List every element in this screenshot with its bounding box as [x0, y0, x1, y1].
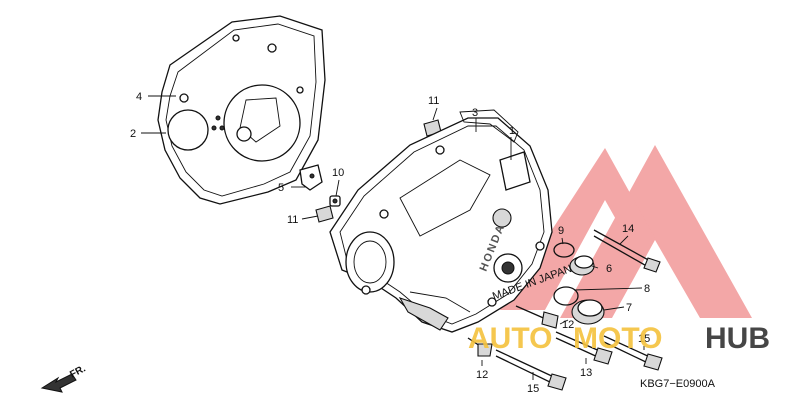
o-ring-part-9: [553, 242, 575, 258]
callout-8: 8: [644, 283, 650, 295]
callout-11-lower: 11: [287, 214, 298, 226]
callout-4: 4: [136, 91, 142, 103]
bolt-part-14: [593, 229, 661, 273]
arrow-icon: [40, 373, 77, 393]
leader-lines: [141, 95, 645, 380]
bolt-part-15-lower: [495, 349, 567, 391]
crankcase-cover-part-1: HONDA MADE IN JAPAN: [329, 117, 574, 333]
cover-gasket-part-3: [459, 109, 519, 143]
front-direction-indicator: FR.: [40, 363, 88, 393]
callout-12-left: 12: [476, 369, 488, 381]
watermark-text-hub: HUB: [705, 322, 770, 355]
callout-11-upper: 11: [428, 95, 439, 107]
callout-15-lower: 15: [527, 383, 539, 395]
cap-part-6: [569, 255, 595, 276]
dowel-pin-part-11-lower: [315, 205, 334, 223]
watermark-text: AUTO MOTO HUB: [468, 322, 770, 355]
callout-12-right: 12: [562, 319, 574, 331]
watermark-triangle-outer: [560, 145, 752, 318]
callout-1: 1: [509, 125, 515, 137]
callout-3: 3: [472, 107, 478, 119]
bolt-part-12-right: [515, 305, 559, 329]
diagram-code: KBG7−E0900A: [640, 378, 716, 390]
callouts: 4 2 3 1 11 5 10 11 9 14 6 8 7 12 15 12 1…: [130, 91, 650, 395]
cap-part-7: [571, 299, 605, 325]
bolt-part-12-left: [467, 337, 493, 357]
bolt-part-10: [329, 195, 341, 207]
callout-7: 7: [626, 302, 632, 314]
o-ring-part-8: [553, 286, 579, 306]
watermark-text-auto: AUTO: [468, 322, 552, 355]
bracket-part-5: [299, 164, 323, 191]
callout-9: 9: [558, 225, 564, 237]
callout-5: 5: [278, 182, 284, 194]
callout-2: 2: [130, 128, 136, 140]
direction-label: FR.: [68, 363, 88, 380]
watermark-text-moto: MOTO: [573, 322, 662, 355]
callout-6: 6: [606, 263, 612, 275]
callout-10: 10: [332, 167, 344, 179]
callout-13: 13: [580, 367, 592, 379]
callout-14: 14: [622, 223, 634, 235]
bolt-part-15-right: [603, 335, 663, 371]
bolt-part-13: [555, 331, 613, 365]
callout-15-right: 15: [638, 333, 650, 345]
gasket-part-2: [157, 15, 326, 205]
